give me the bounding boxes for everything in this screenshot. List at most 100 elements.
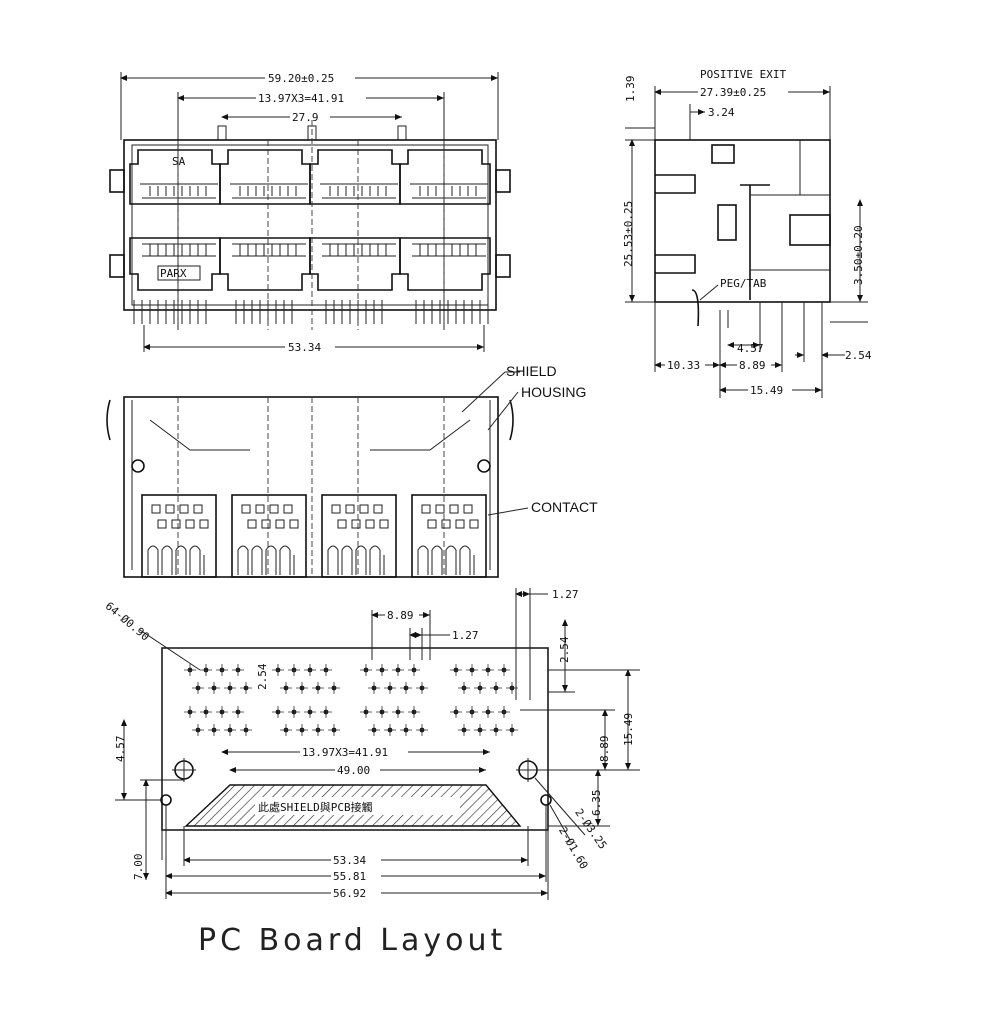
side-pcb-height: 3.50±0.20 bbox=[852, 225, 865, 285]
pcb-dim-457: 4.57 bbox=[114, 736, 127, 763]
pcb-hole-crosshair bbox=[280, 724, 292, 736]
bottom-width-label: 53.34 bbox=[288, 341, 321, 354]
pcb-hole-crosshair bbox=[200, 664, 212, 676]
pcb-dim-889: 8.89 bbox=[387, 609, 414, 622]
contact-label: CONTACT bbox=[531, 499, 598, 515]
pcb-hole-crosshair bbox=[312, 724, 324, 736]
hole-callout: 64-Ø0.90 bbox=[103, 599, 152, 643]
pcb-pitch-total: 13.97X3=41.91 bbox=[302, 746, 388, 759]
front-ports-top bbox=[129, 149, 491, 205]
front-view: 59.20±0.25 13.97X3=41.91 27.9 bbox=[109, 70, 511, 354]
pcb-hole-crosshair bbox=[360, 664, 372, 676]
pcb-hole-crosshair bbox=[482, 706, 494, 718]
pcb-hole-crosshair bbox=[392, 706, 404, 718]
pcb-hole-crosshair bbox=[408, 706, 420, 718]
pcb-hole-grid bbox=[184, 664, 518, 736]
pcb-hole-crosshair bbox=[400, 724, 412, 736]
pcb-dim-254-left: 2.54 bbox=[256, 663, 269, 690]
pcb-hole-crosshair bbox=[184, 664, 196, 676]
pcb-hole-crosshair bbox=[376, 706, 388, 718]
pcb-dim-127: 1.27 bbox=[452, 629, 479, 642]
side-offset-top: 1.39 bbox=[624, 76, 637, 103]
pcb-hole-crosshair bbox=[360, 706, 372, 718]
pcb-hole-crosshair bbox=[416, 724, 428, 736]
pcb-hole-crosshair bbox=[304, 706, 316, 718]
peg-tab-label: PEG/TAB bbox=[720, 277, 767, 290]
pcb-hole-crosshair bbox=[216, 664, 228, 676]
pcb-hole-crosshair bbox=[450, 664, 462, 676]
pcb-layout-title: PC Board Layout bbox=[198, 923, 506, 958]
pcb-hole-crosshair bbox=[328, 724, 340, 736]
pcb-hole-crosshair bbox=[466, 664, 478, 676]
pcb-hole-crosshair bbox=[224, 682, 236, 694]
pcb-hole-crosshair bbox=[474, 682, 486, 694]
pcb-hole-crosshair bbox=[450, 706, 462, 718]
pcb-hole-crosshair bbox=[208, 724, 220, 736]
overall-width-label: 59.20±0.25 bbox=[268, 72, 334, 85]
pcb-hole-crosshair bbox=[240, 724, 252, 736]
pcb-hole-crosshair bbox=[466, 706, 478, 718]
pcb-hole-crosshair bbox=[208, 682, 220, 694]
pcb-hole-crosshair bbox=[368, 724, 380, 736]
pcb-hole-crosshair bbox=[376, 664, 388, 676]
pcb-hole-crosshair bbox=[272, 664, 284, 676]
pcb-hole-crosshair bbox=[474, 724, 486, 736]
pcb-hole-crosshair bbox=[490, 682, 502, 694]
pcb-dim-5692: 56.92 bbox=[333, 887, 366, 900]
pcb-hole-crosshair bbox=[184, 706, 196, 718]
pcb-dim-4900: 49.00 bbox=[337, 764, 370, 777]
positive-exit-label: POSITIVE EXIT bbox=[700, 68, 786, 81]
pcb-hole-crosshair bbox=[232, 706, 244, 718]
side-dim-889: 8.89 bbox=[739, 359, 766, 372]
pcb-hole-crosshair bbox=[506, 724, 518, 736]
side-view: POSITIVE EXIT 27.39±0.25 3.24 1.39 25.53… bbox=[622, 68, 872, 398]
pcb-hole-crosshair bbox=[304, 664, 316, 676]
pcb-hole-crosshair bbox=[288, 664, 300, 676]
pcb-hole-crosshair bbox=[232, 664, 244, 676]
pcb-hole-crosshair bbox=[272, 706, 284, 718]
pcb-dim-1549: 15.49 bbox=[622, 713, 635, 746]
pcb-hole-crosshair bbox=[458, 724, 470, 736]
pcb-hole-crosshair bbox=[384, 682, 396, 694]
side-dim-1033: 10.33 bbox=[667, 359, 700, 372]
pcb-hole-crosshair bbox=[416, 682, 428, 694]
pcb-hole-crosshair bbox=[328, 682, 340, 694]
pcb-hole-crosshair bbox=[320, 664, 332, 676]
pitch-total-label: 13.97X3=41.91 bbox=[258, 92, 344, 105]
pcb-dim-635: 6.35 bbox=[590, 790, 603, 817]
housing-label: HOUSING bbox=[521, 384, 586, 400]
side-dim-457: 4.57 bbox=[737, 342, 764, 355]
pcb-hole-crosshair bbox=[408, 664, 420, 676]
pcb-hole-crosshair bbox=[458, 682, 470, 694]
pcb-hole-crosshair bbox=[392, 664, 404, 676]
port-label-sa: SA bbox=[172, 155, 186, 168]
side-dim-254: 2.54 bbox=[845, 349, 872, 362]
pcb-hole-crosshair bbox=[368, 682, 380, 694]
pcb-hole-crosshair bbox=[296, 724, 308, 736]
pcb-hole-crosshair bbox=[320, 706, 332, 718]
pcb-dim-5334: 53.34 bbox=[333, 854, 366, 867]
pcb-hole-crosshair bbox=[200, 706, 212, 718]
pcb-hole-crosshair bbox=[498, 706, 510, 718]
side-depth-label: 27.39±0.25 bbox=[700, 86, 766, 99]
side-dim-1549: 15.49 bbox=[750, 384, 783, 397]
shield-contact-note: 此處SHIELD與PCB接觸 bbox=[258, 800, 373, 814]
led-spacing-label: 27.9 bbox=[292, 111, 319, 124]
pcb-hole-crosshair bbox=[490, 724, 502, 736]
pcb-hole-crosshair bbox=[400, 682, 412, 694]
shield-label: SHIELD bbox=[506, 363, 557, 379]
pcb-dim-700: 7.00 bbox=[132, 854, 145, 881]
pcb-hole-crosshair bbox=[384, 724, 396, 736]
pcb-dim-254-right: 2.54 bbox=[558, 636, 571, 663]
pcb-hole-crosshair bbox=[192, 724, 204, 736]
section-view: SHIELD HOUSING CONTACT bbox=[106, 363, 598, 578]
pcb-hole-crosshair bbox=[240, 682, 252, 694]
section-contacts bbox=[141, 494, 487, 578]
pcb-hole-crosshair bbox=[482, 664, 494, 676]
port-label-parx: PARX bbox=[160, 267, 187, 280]
pcb-hole-crosshair bbox=[312, 682, 324, 694]
pcb-hole-crosshair bbox=[296, 682, 308, 694]
pcb-dim-127-top: 1.27 bbox=[552, 588, 579, 601]
front-ports-bottom bbox=[129, 237, 491, 291]
